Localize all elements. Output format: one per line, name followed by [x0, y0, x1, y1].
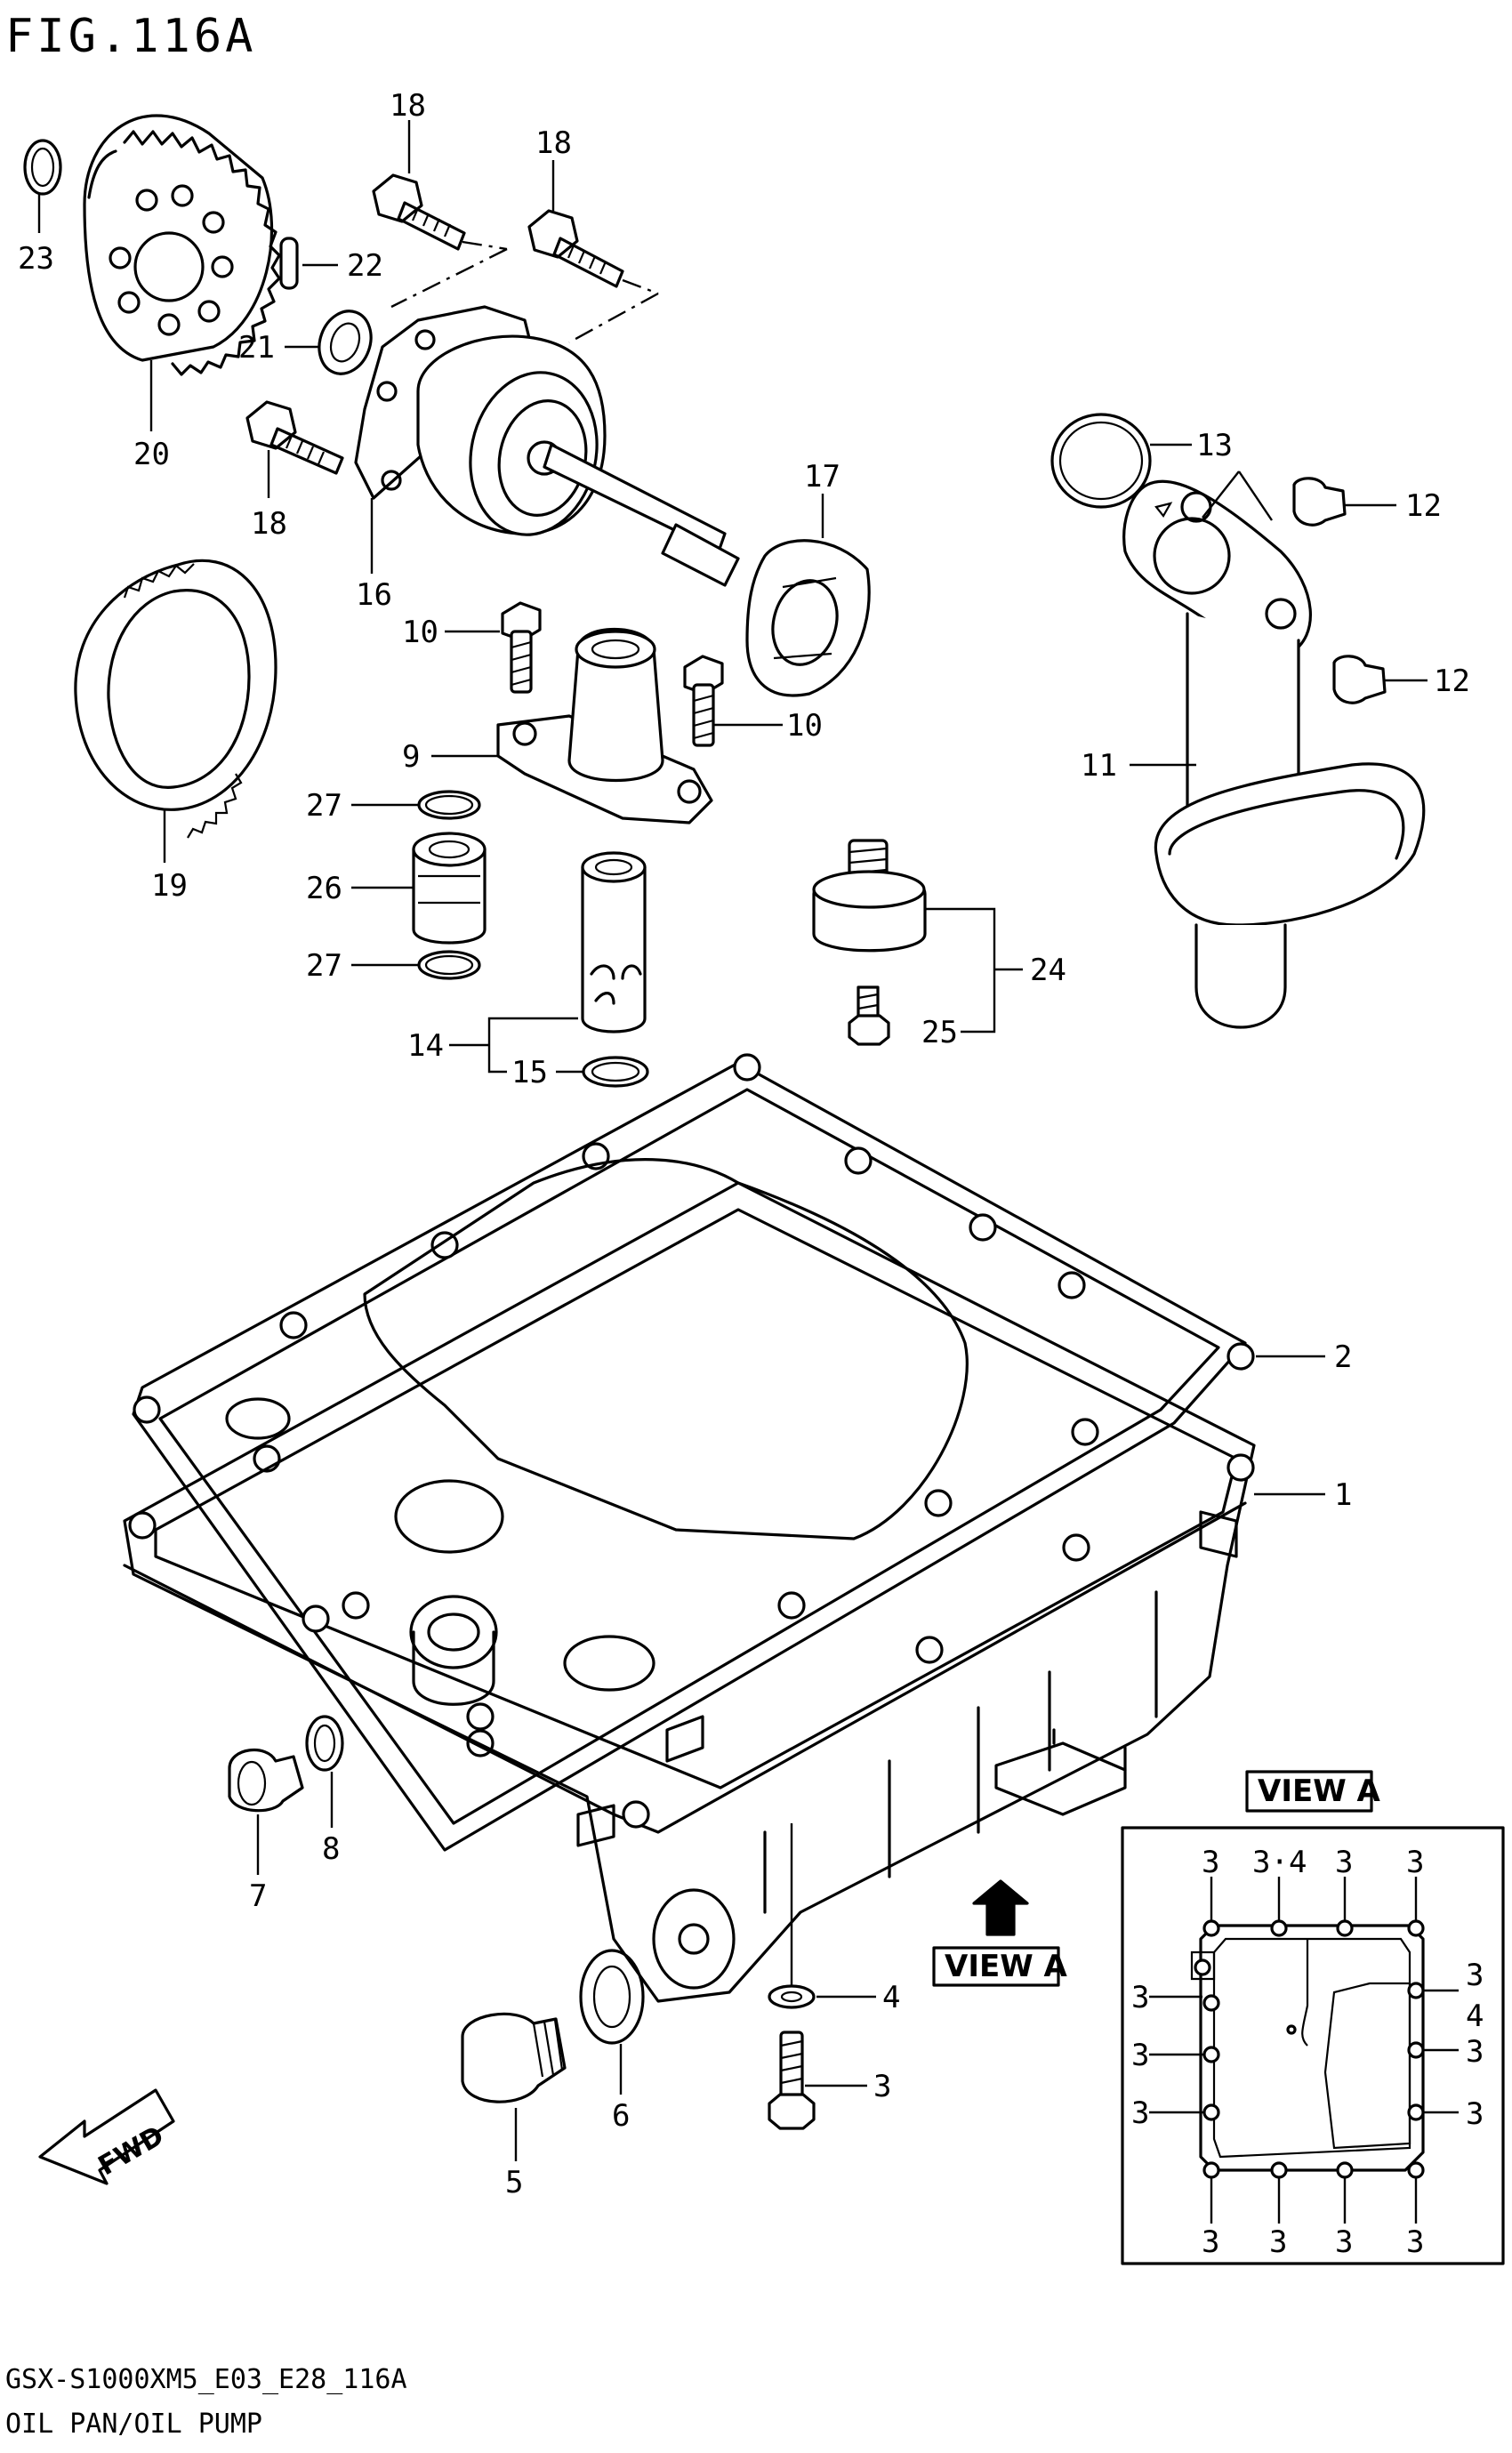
ring-gear-part: [74, 559, 277, 863]
bolt-part: [1292, 477, 1396, 527]
view-a-label: VIEW A: [945, 1949, 1068, 1984]
callout-8: 8: [322, 1831, 340, 1867]
view-a-callout: 4: [1466, 1999, 1484, 2034]
callout-12b: 12: [1434, 664, 1470, 699]
callout-labels: 1 2 3 4 5 6 7 8 9 10 10 11 12 12 13 14 1…: [18, 88, 1470, 2200]
fwd-label: FWD: [93, 2120, 169, 2183]
view-a-callout: 3·4: [1252, 1845, 1307, 1880]
callout-18c: 18: [251, 506, 287, 542]
callout-16: 16: [356, 577, 392, 613]
view-a-callout: 3: [1202, 2224, 1219, 2260]
callout-6: 6: [612, 2098, 630, 2134]
view-a-callout: 3: [1466, 2096, 1484, 2132]
callout-5: 5: [505, 2165, 523, 2200]
view-a-callout: 3: [1202, 1845, 1219, 1880]
oil-pan-gasket-part: [132, 1053, 1325, 1852]
bolt-part: [683, 655, 783, 747]
bolt-part: [445, 601, 542, 694]
callout-14: 14: [407, 1028, 444, 1064]
view-a-callout: 3: [1269, 2224, 1287, 2260]
o-ring-part: [556, 1056, 649, 1088]
bolt-part: [372, 120, 508, 309]
callout-21: 21: [238, 330, 275, 366]
callout-13: 13: [1196, 428, 1233, 463]
figure-caption: OIL PAN/OIL PUMP: [5, 2409, 262, 2440]
callout-24: 24: [1030, 953, 1066, 988]
view-a-inset-title: VIEW A: [1258, 1773, 1381, 1809]
bolt-part: [768, 2031, 867, 2130]
callout-26: 26: [306, 871, 342, 906]
oil-pump-part: [354, 305, 740, 587]
oil-pipe-part: [1122, 470, 1426, 1029]
fwd-arrow: FWD: [38, 2088, 175, 2185]
oil-pressure-switch-part: [812, 839, 1023, 1033]
view-a-callout: 3: [1406, 2224, 1424, 2260]
view-a-arrow: [972, 1879, 1029, 1936]
o-ring-part: [351, 950, 481, 980]
callout-27a: 27: [306, 788, 342, 824]
callout-12a: 12: [1405, 488, 1442, 524]
washer-part: [768, 1823, 876, 2009]
relief-valve-part: [449, 851, 647, 1074]
view-a-callouts: 3 3·4 3 3 3 4 3 3 3 3 3 3 3 3 3: [1131, 1845, 1484, 2260]
callout-25: 25: [921, 1015, 958, 1050]
callout-9: 9: [402, 739, 420, 775]
callout-15: 15: [511, 1055, 548, 1090]
pump-gasket-part: [745, 494, 871, 697]
figure-title: FIG.116A: [5, 10, 256, 63]
view-a-inset: VIEW A: [1121, 1770, 1505, 2265]
callout-4: 4: [882, 1980, 900, 2015]
callout-18a: 18: [390, 88, 426, 124]
bolt-part: [1332, 655, 1428, 704]
washer-part: [285, 310, 373, 375]
figure-code: GSX-S1000XM5_E03_E28_116A: [5, 2364, 407, 2395]
view-a-callout: 3: [1131, 2038, 1149, 2073]
callout-19: 19: [151, 868, 188, 904]
callout-10a: 10: [402, 615, 438, 650]
drain-plug-part: [228, 1748, 304, 1875]
view-a-callout: 3: [1466, 1958, 1484, 1993]
circlip-part: [23, 139, 62, 233]
callout-17: 17: [804, 459, 840, 495]
view-a-callout: 3: [1131, 1980, 1149, 2015]
oil-strainer-part: [431, 627, 713, 824]
bolt-part: [848, 985, 890, 1046]
callout-20: 20: [133, 437, 170, 472]
view-a-callout: 3: [1131, 2095, 1149, 2131]
callout-18b: 18: [535, 125, 572, 161]
view-a-callout: 3: [1335, 1845, 1353, 1880]
sprocket-part: [83, 114, 281, 431]
callout-10b: 10: [786, 708, 823, 744]
callout-23: 23: [18, 241, 54, 277]
oil-pan-part: [123, 1181, 1325, 2003]
view-a-callout: 3: [1406, 1845, 1424, 1880]
o-ring-part: [351, 790, 481, 820]
dowel-pin-part: [279, 237, 338, 290]
callout-2: 2: [1334, 1339, 1352, 1375]
callout-27b: 27: [306, 948, 342, 984]
collar-part: [351, 832, 487, 945]
filler-plug-part: [461, 2012, 567, 2161]
gasket-part: [579, 1949, 645, 2095]
view-a-callout: 3: [1466, 2034, 1484, 2070]
bolt-part: [245, 400, 344, 498]
callout-3: 3: [873, 2069, 891, 2104]
callout-11: 11: [1081, 748, 1117, 784]
view-a-callout: 3: [1335, 2224, 1353, 2260]
callout-1: 1: [1334, 1477, 1352, 1513]
view-a-tag: VIEW A: [932, 1946, 1068, 1987]
bolt-part: [527, 160, 659, 344]
o-ring-part: [1050, 413, 1192, 509]
gasket-part: [305, 1715, 344, 1828]
callout-22: 22: [347, 248, 383, 284]
callout-7: 7: [249, 1878, 267, 1914]
